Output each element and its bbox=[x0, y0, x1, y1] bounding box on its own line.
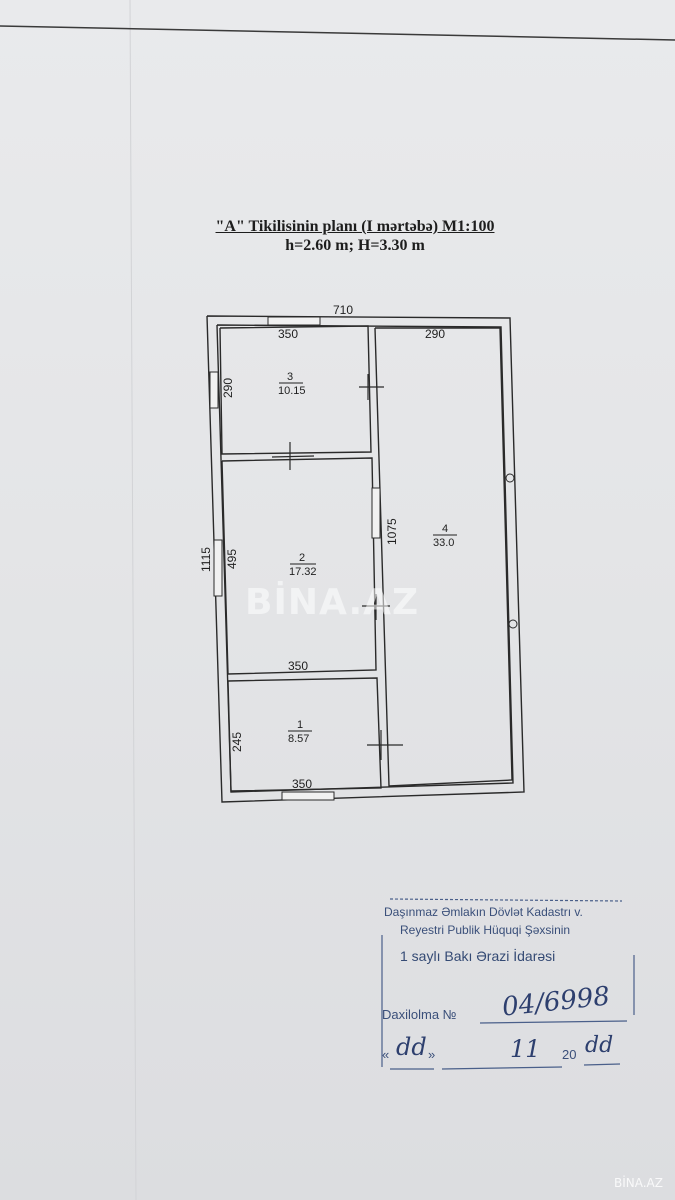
dim-room1-width: 350 bbox=[292, 777, 312, 791]
window-room2-right bbox=[371, 487, 381, 539]
window-room1-bottom bbox=[281, 791, 335, 801]
stamp-org-line2: Reyestri Publik Hüquqi Şəxsinin bbox=[400, 923, 571, 937]
stamp-date-month: 11 bbox=[510, 1035, 541, 1063]
dim-room2-height: 495 bbox=[225, 549, 239, 569]
outer-wall-outer bbox=[206, 315, 525, 803]
room-1-walls bbox=[227, 677, 382, 792]
stamp-office: 1 saylı Bakı Ərazi İdarəsi bbox=[400, 948, 556, 964]
room-4-area: 33.0 bbox=[433, 537, 454, 549]
door-mark-room3-room2 bbox=[271, 455, 315, 458]
room-2-area: 17.32 bbox=[289, 566, 317, 578]
stamp-quote-close: » bbox=[428, 1047, 436, 1062]
outer-wall-inner bbox=[216, 324, 514, 793]
room-3-number: 3 bbox=[287, 371, 293, 383]
plan-title-line2: h=2.60 m; H=3.30 m bbox=[285, 237, 425, 254]
stamp-org-line1: Daşınmaz Əmlakın Dövlət Kadastrı v. bbox=[384, 905, 583, 919]
dim-room2-width: 350 bbox=[288, 659, 308, 673]
outlet-mark-upper bbox=[505, 473, 515, 483]
registry-stamp: Daşınmaz Əmlakın Dövlət Kadastrı v. Reye… bbox=[372, 895, 640, 1080]
room-3-area: 10.15 bbox=[278, 385, 306, 397]
dim-room4-width: 290 bbox=[425, 327, 445, 341]
stamp-quote-open: « bbox=[382, 1047, 390, 1062]
dim-room1-height: 245 bbox=[230, 732, 244, 752]
room-2-walls bbox=[221, 457, 377, 675]
room-2-number: 2 bbox=[299, 552, 305, 564]
dim-room3-height: 290 bbox=[221, 378, 235, 398]
stamp-frame bbox=[381, 898, 635, 1070]
window-room3-left bbox=[209, 371, 219, 409]
dim-room3-width: 350 bbox=[278, 327, 298, 341]
window-room3-top bbox=[267, 316, 321, 326]
room-3-walls bbox=[219, 325, 372, 455]
dim-overall-height: 1115 bbox=[199, 547, 213, 572]
stamp-date-year-prefix: 20 bbox=[562, 1047, 577, 1062]
dim-overall-width: 710 bbox=[333, 303, 353, 317]
watermark-center: BİNA.AZ bbox=[245, 582, 420, 623]
room-1-area: 8.57 bbox=[288, 733, 309, 745]
plan-title: "A" Tikilisinin planı (I mərtəbə) M1:100… bbox=[185, 218, 525, 255]
top-edge-line bbox=[0, 25, 675, 41]
stamp-registration-label: Daxilolma № bbox=[382, 1007, 457, 1022]
outlet-mark-lower bbox=[508, 619, 518, 629]
room-4-walls bbox=[374, 327, 513, 787]
stamp-date-day: dd bbox=[396, 1033, 427, 1061]
watermark-corner: BİNA.AZ bbox=[614, 1176, 663, 1190]
stamp-date-year: dd bbox=[585, 1033, 614, 1058]
room-4-number: 4 bbox=[442, 523, 448, 535]
room-1-number: 1 bbox=[297, 719, 303, 731]
plan-title-line1: "A" Tikilisinin planı (I mərtəbə) M1:100 bbox=[215, 218, 495, 235]
window-room2-left bbox=[213, 539, 223, 597]
dim-room4-height: 1075 bbox=[385, 518, 399, 545]
